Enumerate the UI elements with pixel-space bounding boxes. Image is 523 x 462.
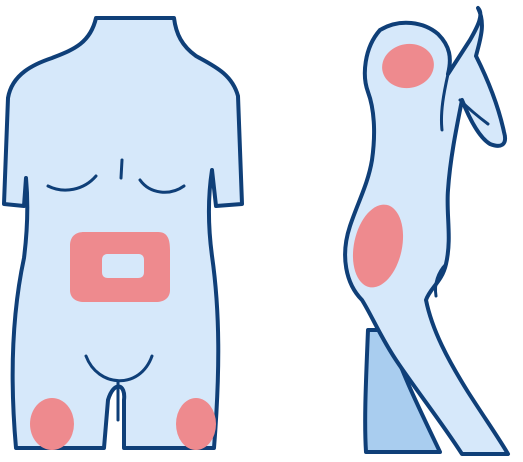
side-figure — [345, 8, 508, 454]
left-thigh-zone — [30, 398, 74, 450]
front-navel-line — [121, 160, 122, 178]
front-figure — [4, 18, 242, 450]
right-thigh-zone — [176, 398, 216, 450]
